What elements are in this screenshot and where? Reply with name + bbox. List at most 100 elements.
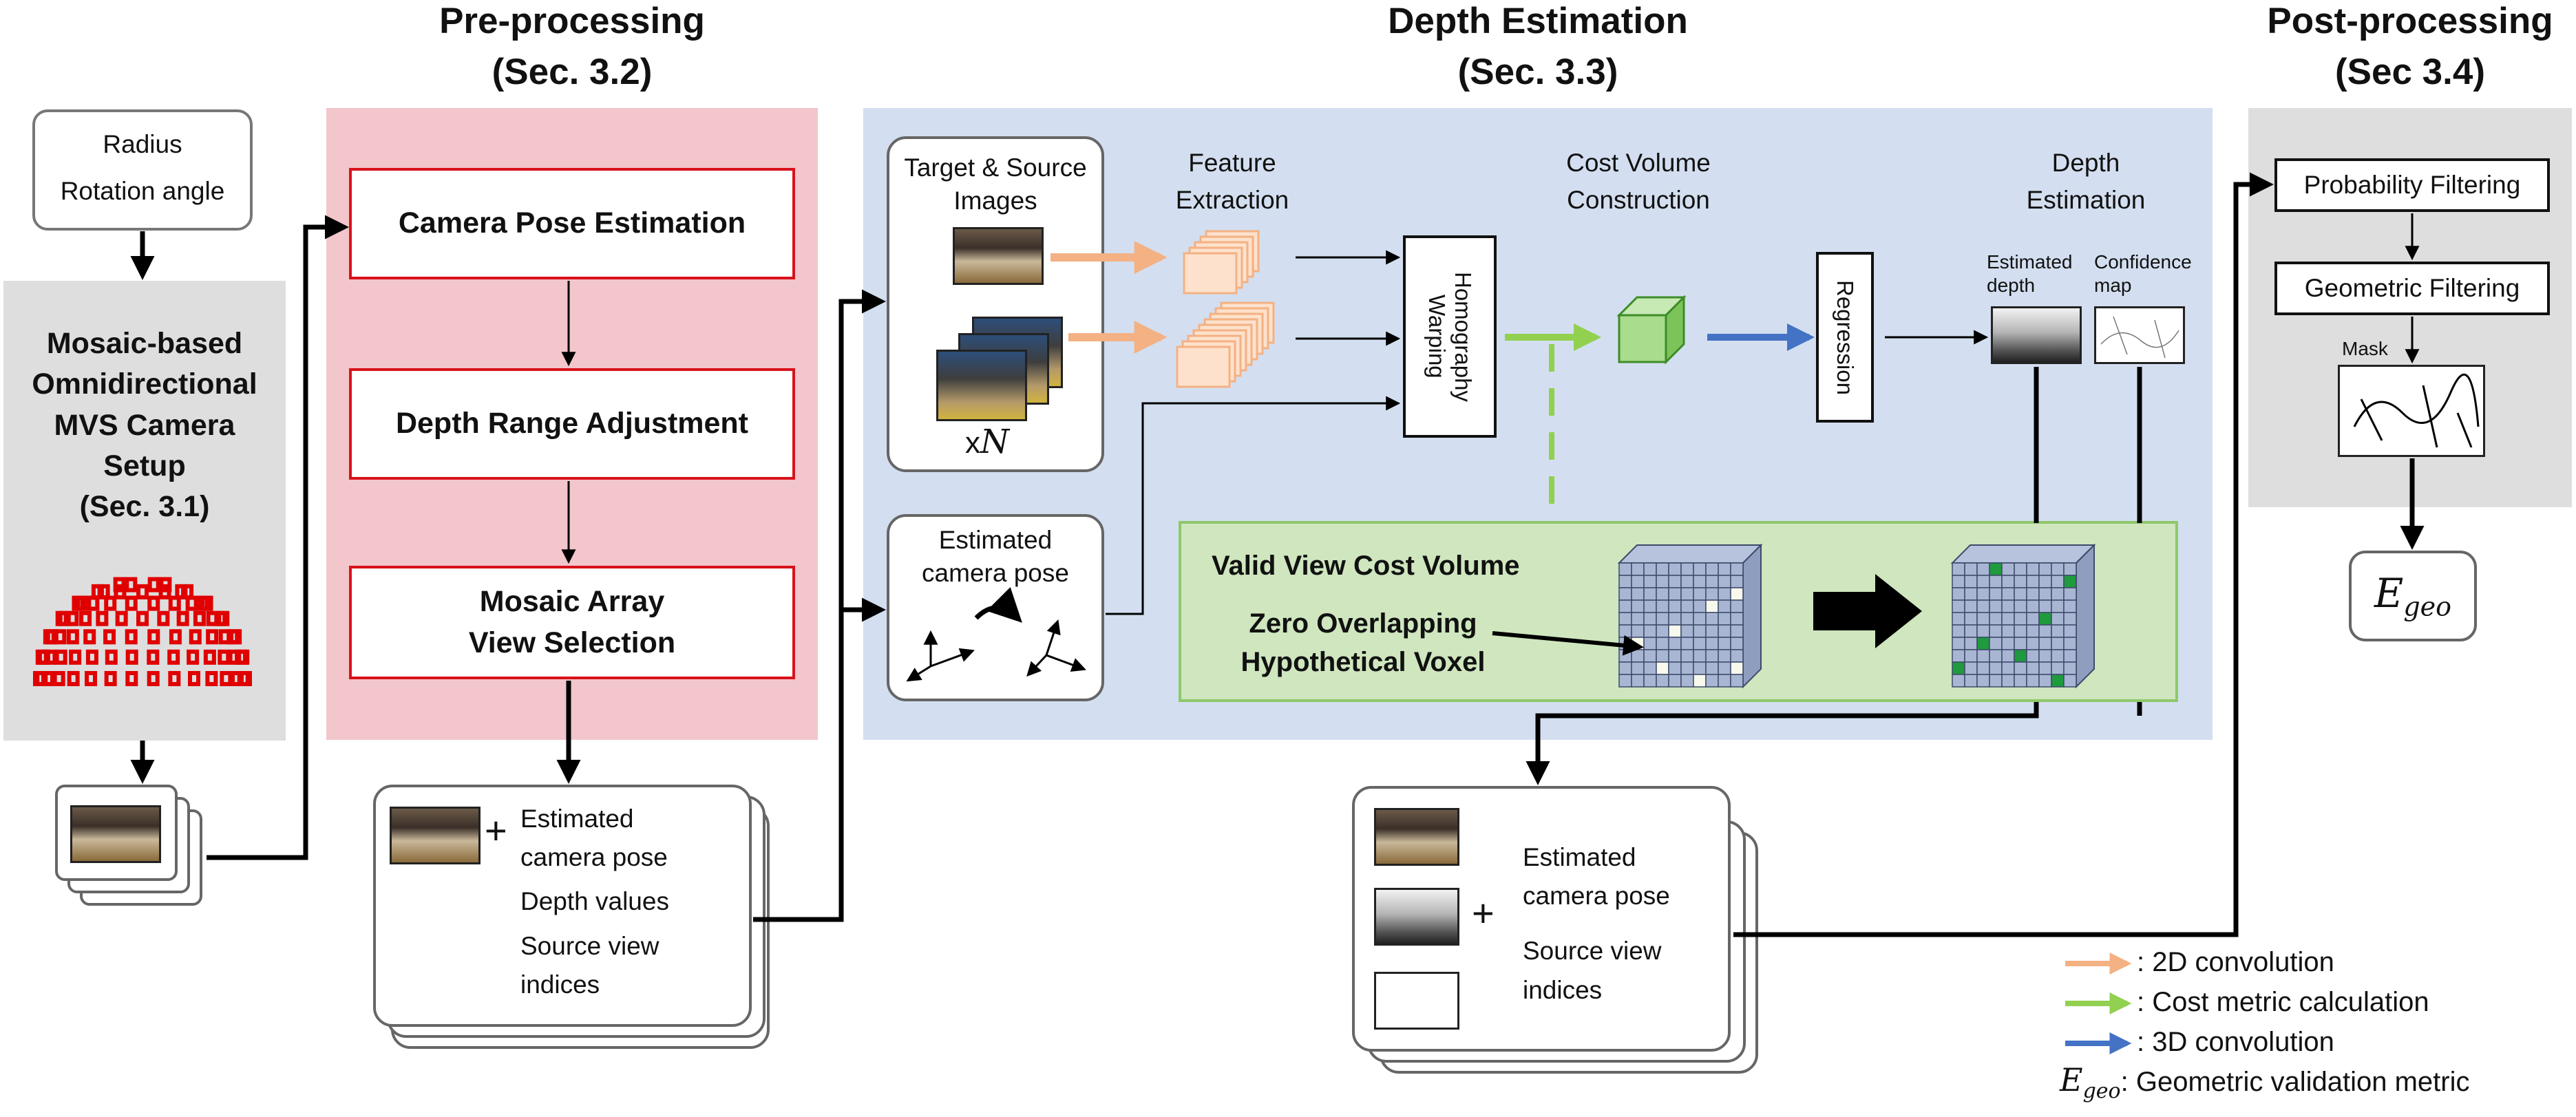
voxel-cell (1668, 599, 1682, 613)
arrow-zero-overlap-pointer (1492, 631, 1644, 656)
voxel-cell (1693, 649, 1707, 663)
voxel-cell (2026, 637, 2040, 650)
voxel-cell (1718, 587, 1731, 601)
section-title-post: Post-processing (Sec 3.4) (2248, 0, 2572, 98)
voxel-cell (1705, 674, 1719, 688)
legend-cost-metric: : Cost metric calculation (2137, 987, 2429, 1017)
pre-output-text: Estimated camera pose Depth values Sourc… (520, 800, 669, 1004)
egeo-subscript: geo (2403, 591, 2452, 622)
legend-egeo-base: E (2060, 1061, 2083, 1098)
voxel-cell (1643, 575, 1657, 588)
multiplier-label: xN (965, 423, 1009, 461)
voxel-cell (1618, 575, 1632, 588)
voxel-cell (1631, 587, 1645, 601)
target-source-line2: Images (953, 187, 1037, 215)
voxel-cell (2001, 587, 2015, 601)
camera-setup-line5: (Sec. 3.1) (79, 490, 210, 524)
regression-label: Regression (1832, 279, 1858, 395)
section-title-pre-text: Pre-processing (439, 1, 705, 41)
voxel-cell (1718, 661, 1731, 675)
voxel-cell (1705, 587, 1719, 601)
voxel-cell (1976, 599, 1990, 613)
mask-label: Mask (2342, 338, 2388, 359)
voxel-cell (1643, 624, 1657, 638)
voxel-cell (1718, 599, 1731, 613)
voxel-cell (2001, 599, 2015, 613)
egeo-box: Egeo (2349, 551, 2477, 641)
legend: : 2D convolution : Cost metric calculati… (2060, 943, 2569, 1115)
geometric-filtering-label: Geometric Filtering (2304, 274, 2520, 302)
voxel-cell (2026, 575, 2040, 588)
estimated-depth-label: Estimated depth (1987, 251, 2073, 297)
estimated-depth-map (1991, 306, 2082, 364)
camera-pose-estimation-box: Camera Pose Estimation (349, 168, 795, 279)
probability-filtering-box: Probability Filtering (2274, 158, 2550, 212)
voxel-cell (2026, 624, 2040, 638)
depth-range-adjustment-label: Depth Range Adjustment (395, 407, 749, 440)
voxel-cell (2051, 599, 2065, 613)
voxel-cell (1989, 674, 2003, 688)
voxel-cell (1718, 674, 1731, 688)
voxel-cell (1705, 575, 1719, 588)
view-selection-line1: Mosaic Array (479, 585, 665, 619)
voxel-cell (2063, 587, 2077, 601)
cost-volume-cube (1616, 295, 1687, 365)
voxel-cell (1730, 612, 1744, 626)
highlighted-voxel (2051, 674, 2065, 688)
voxel-cell (2026, 562, 2040, 576)
regression-box: Regression (1816, 252, 1874, 423)
highlighted-voxel (1989, 562, 2003, 576)
voxel-cell (1618, 587, 1632, 601)
voxel-cell (1730, 637, 1744, 650)
camera-setup-line1: Mosaic-based (46, 327, 243, 360)
voxel-cell (2014, 587, 2027, 601)
dome-camera-marker (147, 629, 160, 645)
voxel-cell (1952, 624, 1965, 638)
voxel-cell (1964, 661, 1978, 675)
voxel-cell (1964, 587, 1978, 601)
voxel-cell (2014, 599, 2027, 613)
voxel-cell (1730, 575, 1744, 588)
voxel-cell (1631, 649, 1645, 663)
legend-egeo-desc: : Geometric validation metric (2120, 1067, 2470, 1097)
depth-output-line1: Estimated (1523, 843, 1636, 871)
scene-thumbnail (70, 805, 161, 863)
voxel-cell (1989, 599, 2003, 613)
voxel-cell (1705, 661, 1719, 675)
voxel-cell (1989, 649, 2003, 663)
rotation-angle-label: Rotation angle (60, 176, 225, 205)
voxel-cell (1631, 575, 1645, 588)
target-source-images-box: Target & Source Images xN (887, 136, 1104, 472)
voxel-cell (2026, 649, 2040, 663)
voxel-cell (1618, 674, 1632, 688)
cost-volume-construction-label: Cost Volume Construction (1535, 145, 1742, 218)
voxel-cell (1680, 599, 1694, 613)
dome-camera-marker (41, 671, 54, 686)
voxel-cell (1693, 624, 1707, 638)
dome-camera-marker (125, 629, 138, 645)
target-source-line1: Target & Source (904, 153, 1087, 182)
target-source-label: Target & Source Images (889, 139, 1101, 217)
highlighted-voxel (1730, 587, 1744, 601)
dome-camera-marker (83, 629, 96, 645)
voxel-cell (2026, 587, 2040, 601)
dome-camera-marker (159, 577, 172, 593)
voxel-cell (1680, 612, 1694, 626)
voxel-cell (1693, 587, 1707, 601)
dome-camera-marker (136, 584, 149, 599)
section-ref-post: (Sec 3.4) (2334, 52, 2485, 93)
voxel-cell (2038, 587, 2052, 601)
legend-3d-conv: : 3D convolution (2137, 1027, 2334, 1057)
voxel-cell (2026, 612, 2040, 626)
dome-camera-marker (169, 629, 182, 645)
depth-estimation-label: Depth Estimation (1983, 145, 2189, 218)
voxel-cell (1618, 612, 1632, 626)
voxel-cell (2001, 624, 2015, 638)
view-selection-box: Mosaic Array View Selection (349, 566, 795, 679)
voxel-cell (1989, 661, 2003, 675)
voxel-cell (2014, 637, 2027, 650)
arrow-depth-to-output (1525, 702, 2039, 785)
depth-output-line3: Source view (1523, 937, 1662, 966)
voxel-cell (1693, 612, 1707, 626)
voxel-cell (1989, 624, 2003, 638)
